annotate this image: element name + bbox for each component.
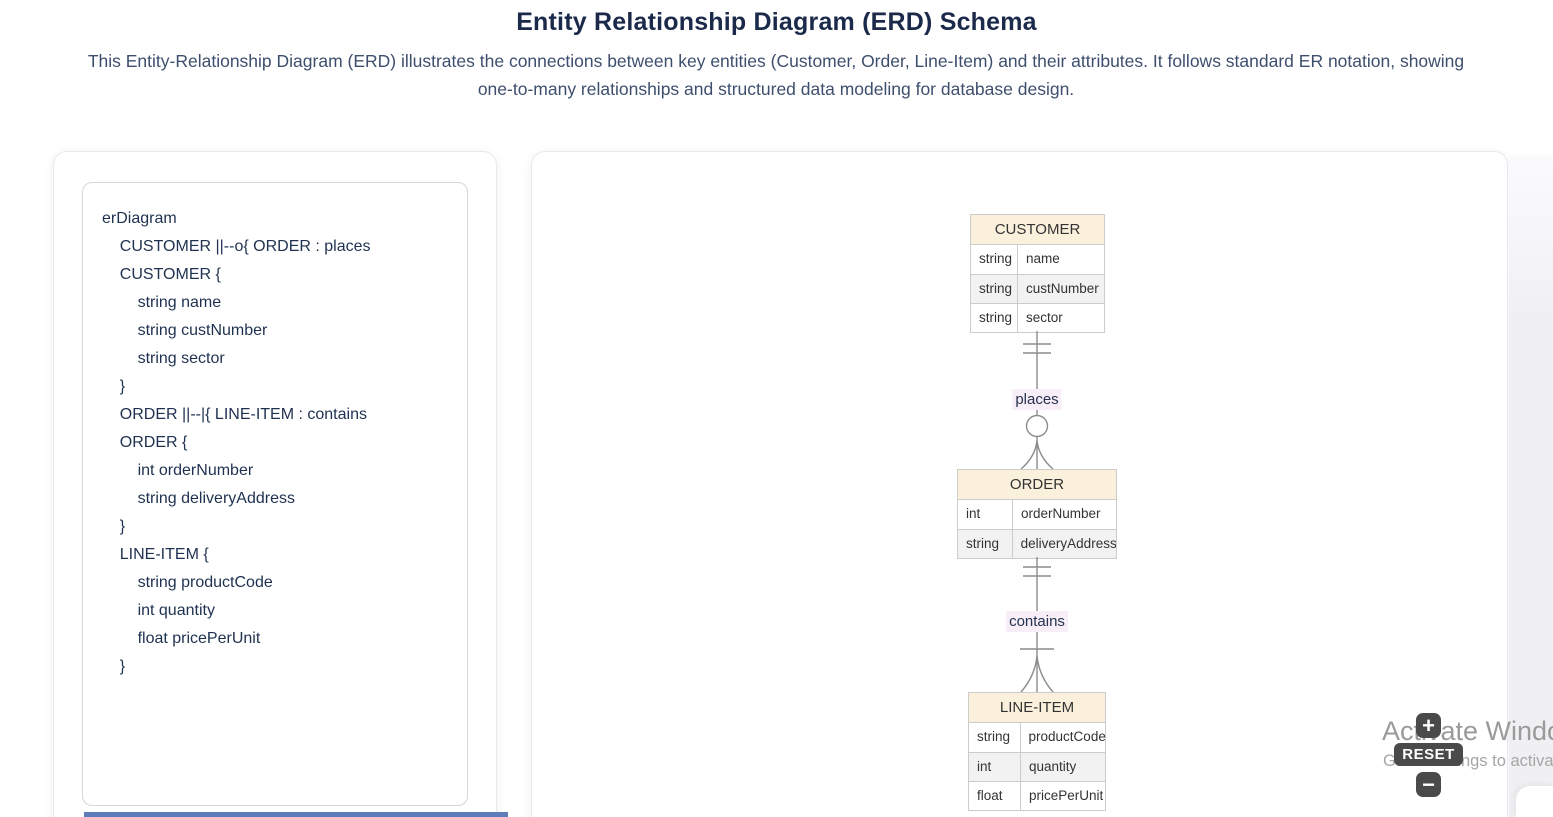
entity-attribute-row: int orderNumber xyxy=(958,500,1116,529)
code-line: float pricePerUnit xyxy=(102,630,261,647)
diagram-canvas[interactable]: CUSTOMER string name string custNumber s… xyxy=(531,151,1508,817)
code-line: string deliveryAddress xyxy=(102,490,295,507)
relationship-label-contains: contains xyxy=(1006,611,1068,632)
code-line: string sector xyxy=(102,350,225,367)
attribute-type-cell: float xyxy=(969,782,1021,810)
attribute-type-cell: int xyxy=(969,753,1021,781)
zero-circle-icon xyxy=(1025,414,1049,438)
attribute-type-cell: string xyxy=(958,530,1013,558)
attribute-name-cell: productCode xyxy=(1028,729,1105,744)
entity-header: CUSTOMER xyxy=(971,215,1104,245)
code-line: string productCode xyxy=(102,574,273,591)
attribute-name-cell: quantity xyxy=(1029,759,1077,774)
attribute-type-cell: int xyxy=(958,500,1013,529)
page-description: This Entity-Relationship Diagram (ERD) i… xyxy=(87,51,1465,99)
entity-attribute-row: float pricePerUnit xyxy=(969,781,1105,810)
code-line: CUSTOMER ||--o{ ORDER : places xyxy=(102,238,371,255)
bottom-bar xyxy=(84,812,508,817)
entity-table-line-item: LINE-ITEM string productCode int quantit… xyxy=(968,692,1106,811)
entity-header: ORDER xyxy=(958,470,1116,500)
reset-button-label: RESET xyxy=(1402,746,1455,763)
corner-element xyxy=(1516,786,1553,817)
entity-attribute-row: string name xyxy=(971,245,1104,274)
crow-foot-icon xyxy=(1036,655,1054,692)
code-line: ORDER { xyxy=(102,434,188,451)
attribute-type-cell: string xyxy=(969,723,1021,752)
entity-attribute-row: string deliveryAddress xyxy=(958,529,1116,558)
attribute-name-cell: custNumber xyxy=(1026,281,1099,296)
crow-foot-icon xyxy=(1036,440,1054,469)
code-line: CUSTOMER { xyxy=(102,266,221,283)
code-line: string name xyxy=(102,294,222,311)
crow-foot-icon xyxy=(1020,655,1038,692)
attribute-name-cell: sector xyxy=(1026,310,1063,325)
code-line: int quantity xyxy=(102,602,215,619)
entity-attribute-row: string custNumber xyxy=(971,274,1104,303)
zoom-out-button[interactable]: − xyxy=(1416,772,1441,797)
crow-foot-icon xyxy=(1020,440,1038,469)
code-line: int orderNumber xyxy=(102,462,254,479)
attribute-type-cell: string xyxy=(971,275,1018,303)
code-line: ORDER ||--|{ LINE-ITEM : contains xyxy=(102,406,367,423)
zoom-in-button[interactable]: + xyxy=(1416,713,1441,738)
relationship-label-places: places xyxy=(1012,389,1062,410)
page-title: Entity Relationship Diagram (ERD) Schema xyxy=(516,8,1037,36)
entity-table-order: ORDER int orderNumber string deliveryAdd… xyxy=(957,469,1117,559)
attribute-type-cell: string xyxy=(971,245,1018,274)
entity-header: LINE-ITEM xyxy=(969,693,1105,723)
source-code-box: erDiagram CUSTOMER ||--o{ ORDER : places… xyxy=(82,182,468,806)
attribute-name-cell: pricePerUnit xyxy=(1029,788,1104,803)
page-edge-strip xyxy=(1509,155,1553,817)
attribute-type-cell: string xyxy=(971,304,1018,332)
code-line: } xyxy=(102,378,126,395)
entity-attribute-row: string productCode xyxy=(969,723,1105,752)
attribute-name-cell: deliveryAddress xyxy=(1020,536,1116,551)
entity-table-customer: CUSTOMER string name string custNumber s… xyxy=(970,214,1105,333)
attribute-name-cell: orderNumber xyxy=(1021,506,1101,521)
entity-attribute-row: int quantity xyxy=(969,752,1105,781)
attribute-name-cell: name xyxy=(1026,251,1060,266)
code-line: } xyxy=(102,518,126,535)
code-line: LINE-ITEM { xyxy=(102,546,209,563)
code-line: erDiagram xyxy=(102,210,177,227)
entity-attribute-row: string sector xyxy=(971,303,1104,332)
reset-button[interactable]: RESET xyxy=(1394,743,1463,766)
plus-icon: + xyxy=(1422,712,1435,738)
code-line: string custNumber xyxy=(102,322,268,339)
minus-icon: − xyxy=(1422,771,1435,797)
code-line: } xyxy=(102,658,126,675)
source-code-card: erDiagram CUSTOMER ||--o{ ORDER : places… xyxy=(53,151,497,817)
